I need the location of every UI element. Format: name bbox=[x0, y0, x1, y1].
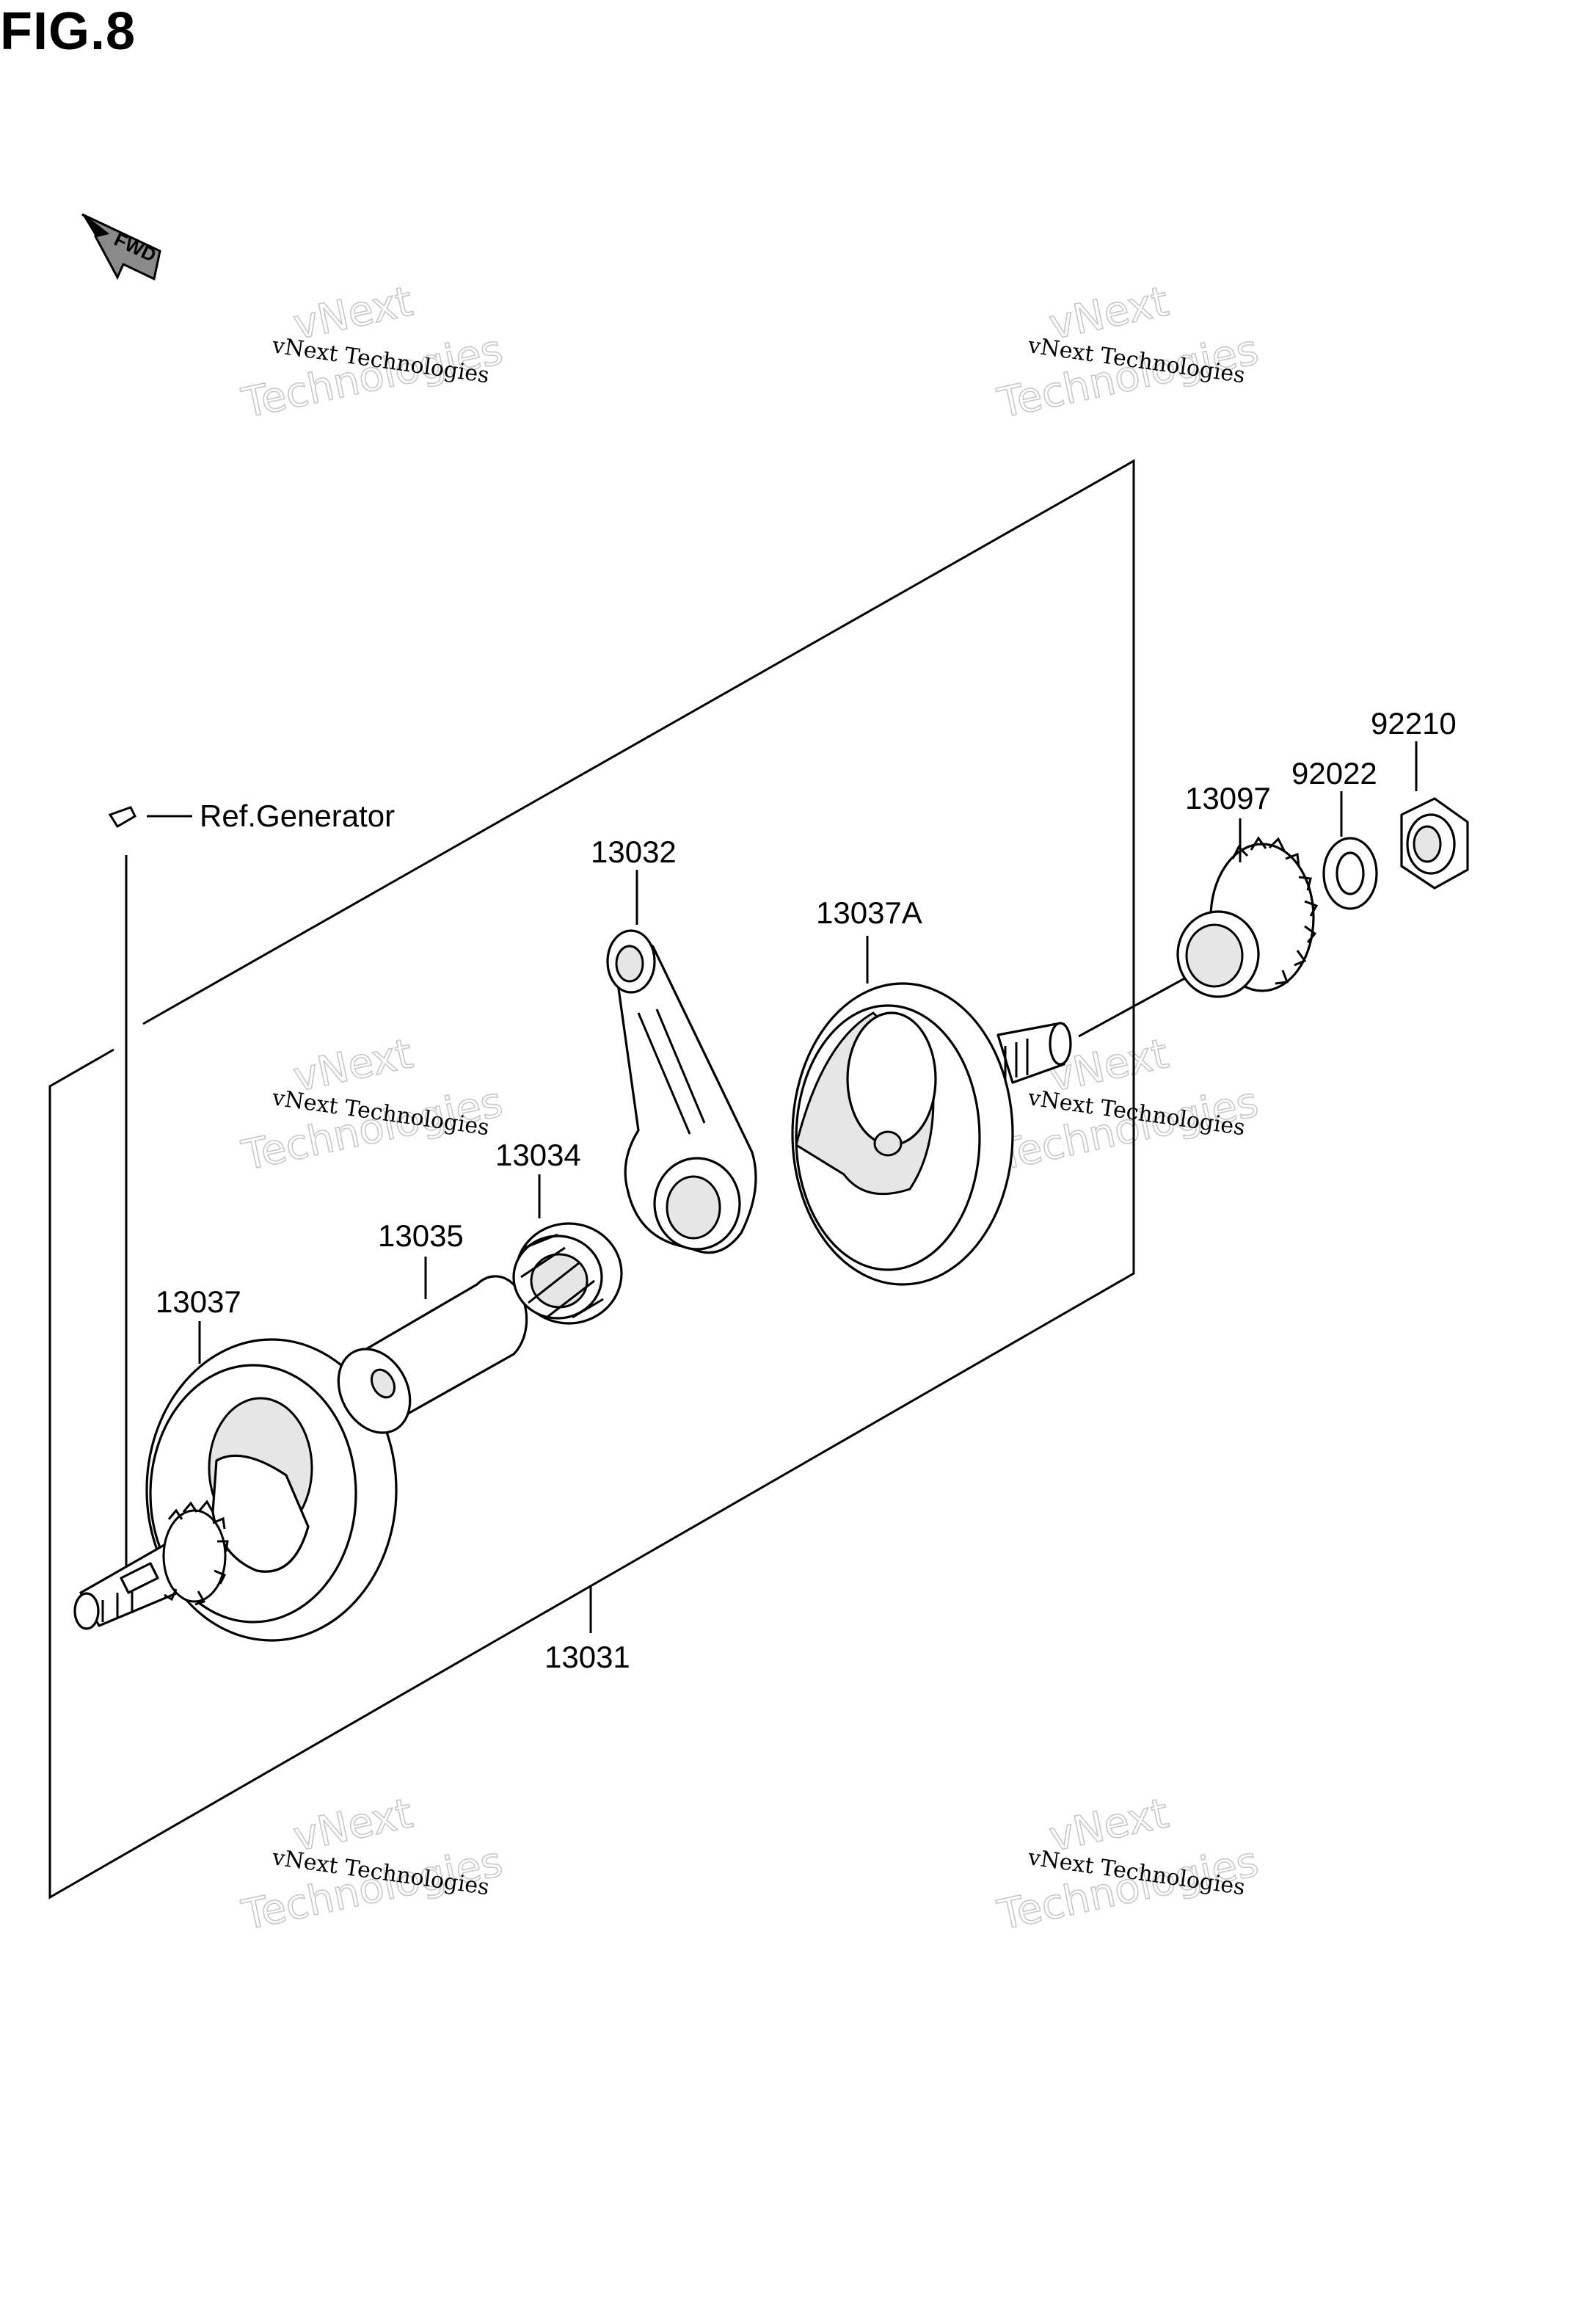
fwd-arrow-icon: FWD bbox=[81, 213, 161, 281]
washer bbox=[1322, 837, 1378, 910]
watermark: vNext Technologies bbox=[237, 1029, 507, 1180]
part-label-92022: 92022 bbox=[1291, 756, 1377, 790]
part-label-13037A: 13037A bbox=[816, 895, 922, 930]
crankshaft-gear bbox=[1176, 836, 1319, 998]
watermark: vNext Technologies bbox=[993, 277, 1263, 428]
part-label-13034: 13034 bbox=[495, 1138, 581, 1172]
watermark: vNext Technologies bbox=[237, 1789, 507, 1940]
part-label-13032: 13032 bbox=[591, 835, 677, 869]
part-label-92210: 92210 bbox=[1371, 706, 1457, 741]
needle-bearing bbox=[512, 1222, 623, 1325]
watermark: vNext Technologies bbox=[993, 1789, 1263, 1940]
nut bbox=[1400, 797, 1469, 890]
part-label-13031: 13031 bbox=[544, 1640, 630, 1674]
shaft-axis-line bbox=[1078, 975, 1189, 1038]
ref-generator-label: Ref.Generator bbox=[200, 799, 395, 833]
figure-title: FIG.8 bbox=[0, 2, 136, 61]
connecting-rod bbox=[606, 929, 757, 1254]
part-label-13037: 13037 bbox=[156, 1284, 241, 1319]
crank-pin bbox=[337, 1275, 528, 1434]
watermark: vNext Technologies bbox=[237, 277, 507, 428]
watermark-group: vNext Technologies vNext Technologies vN… bbox=[237, 277, 1263, 1940]
crank-web-right bbox=[791, 982, 1072, 1286]
woodruff-key-icon bbox=[108, 806, 136, 829]
part-label-13097: 13097 bbox=[1185, 781, 1271, 815]
part-label-13035: 13035 bbox=[378, 1218, 464, 1253]
crank-web-left bbox=[73, 1338, 398, 1642]
